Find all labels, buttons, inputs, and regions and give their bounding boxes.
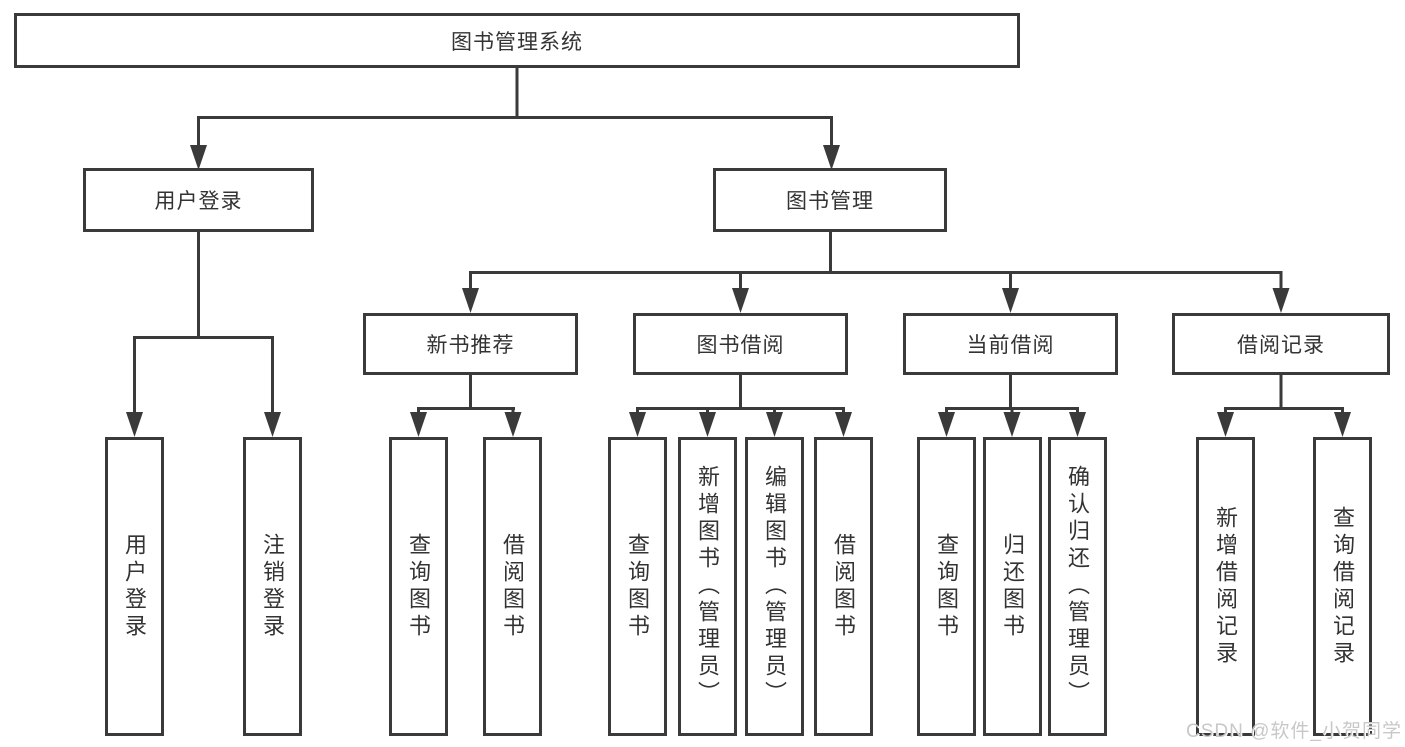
leaf-current-query-books: 查询图书 [917,437,976,736]
arrowhead-current-confirm-return [1069,412,1086,437]
connector-book-borrow-branch [636,375,845,414]
leaf-borrow-borrow-books: 借阅图书 [814,437,873,736]
arrowhead-user-login [190,145,207,170]
connector-user-login-branch [133,232,274,414]
arrowhead-book-borrow [732,288,749,313]
leaf-current-confirm-return-admin-label: 确认归还（管理员） [1065,465,1091,708]
leaf-recommend-borrow-books: 借阅图书 [483,437,542,736]
arrowhead-recommend-borrow-books [504,412,522,437]
connector-root-branch [197,68,833,147]
arrowhead-records-query-record [1334,412,1351,437]
leaf-borrow-borrow-books-label: 借阅图书 [831,532,857,641]
leaf-logout-login: 注销登录 [243,437,302,736]
leaf-borrow-add-books-admin: 新增图书（管理员） [678,437,737,736]
leaf-borrow-edit-books-admin: 编辑图书（管理员） [745,437,804,736]
node-new-book-recommend: 新书推荐 [363,313,578,375]
leaf-user-login-label: 用户登录 [122,532,148,641]
csdn-watermark: CSDN @软件_小贺同学 [1186,721,1402,742]
leaf-records-add-borrow-record-label: 新增借阅记录 [1213,505,1239,668]
node-library-system: 图书管理系统 [14,13,1020,68]
leaf-recommend-query-books-label: 查询图书 [406,532,432,641]
node-library-system-label: 图书管理系统 [451,30,583,54]
node-borrow-records: 借阅记录 [1172,313,1390,375]
node-current-borrow: 当前借阅 [903,313,1118,375]
arrowhead-current-borrow [1002,288,1019,313]
arrowhead-borrow-add-books [699,412,716,437]
node-book-management: 图书管理 [713,168,947,232]
node-book-management-label: 图书管理 [786,190,874,213]
node-new-book-recommend-label: 新书推荐 [426,334,515,357]
leaf-records-query-borrow-record: 查询借阅记录 [1313,437,1372,736]
node-user-login-label: 用户登录 [154,190,243,213]
leaf-current-confirm-return-admin: 确认归还（管理员） [1048,437,1107,736]
arrowhead-current-query-books [938,412,955,437]
node-book-borrow-label: 图书借阅 [696,334,785,357]
arrowhead-borrow-edit-books [766,412,783,437]
leaf-records-query-borrow-record-label: 查询借阅记录 [1330,505,1356,668]
leaf-current-query-books-label: 查询图书 [934,532,960,641]
connector-new-book-recommend-branch [417,375,515,414]
arrowhead-records-add-record [1217,412,1234,437]
arrowhead-borrow-borrow-books [835,412,852,437]
connector-current-borrow-branch [945,375,1079,414]
arrowhead-recommend-query-books [410,412,427,437]
leaf-recommend-borrow-books-label: 借阅图书 [500,532,526,641]
leaf-current-return-books-label: 归还图书 [1000,532,1026,641]
leaf-logout-login-label: 注销登录 [260,532,286,641]
leaf-borrow-query-books-label: 查询图书 [625,532,651,641]
arrowhead-leaf-logout [264,412,281,437]
leaf-recommend-query-books: 查询图书 [389,437,448,736]
arrowhead-borrow-query-books [629,412,646,437]
node-current-borrow-label: 当前借阅 [966,334,1055,357]
node-book-borrow: 图书借阅 [633,313,848,375]
leaf-borrow-edit-books-admin-label: 编辑图书（管理员） [762,465,788,708]
leaf-borrow-query-books: 查询图书 [608,437,667,736]
arrowhead-book-management [823,145,840,170]
connector-book-management-branch [469,232,1283,291]
connector-borrow-records-branch [1224,375,1344,414]
node-user-login: 用户登录 [83,168,314,232]
arrowhead-new-book-recommend [462,288,479,313]
arrowhead-leaf-user-login [126,412,143,437]
arrowhead-borrow-records [1272,288,1290,313]
leaf-records-add-borrow-record: 新增借阅记录 [1196,437,1255,736]
leaf-borrow-add-books-admin-label: 新增图书（管理员） [695,465,721,708]
leaf-current-return-books: 归还图书 [983,437,1042,736]
leaf-user-login: 用户登录 [105,437,164,736]
arrowhead-current-return-books [1003,412,1021,437]
node-borrow-records-label: 借阅记录 [1237,334,1325,357]
